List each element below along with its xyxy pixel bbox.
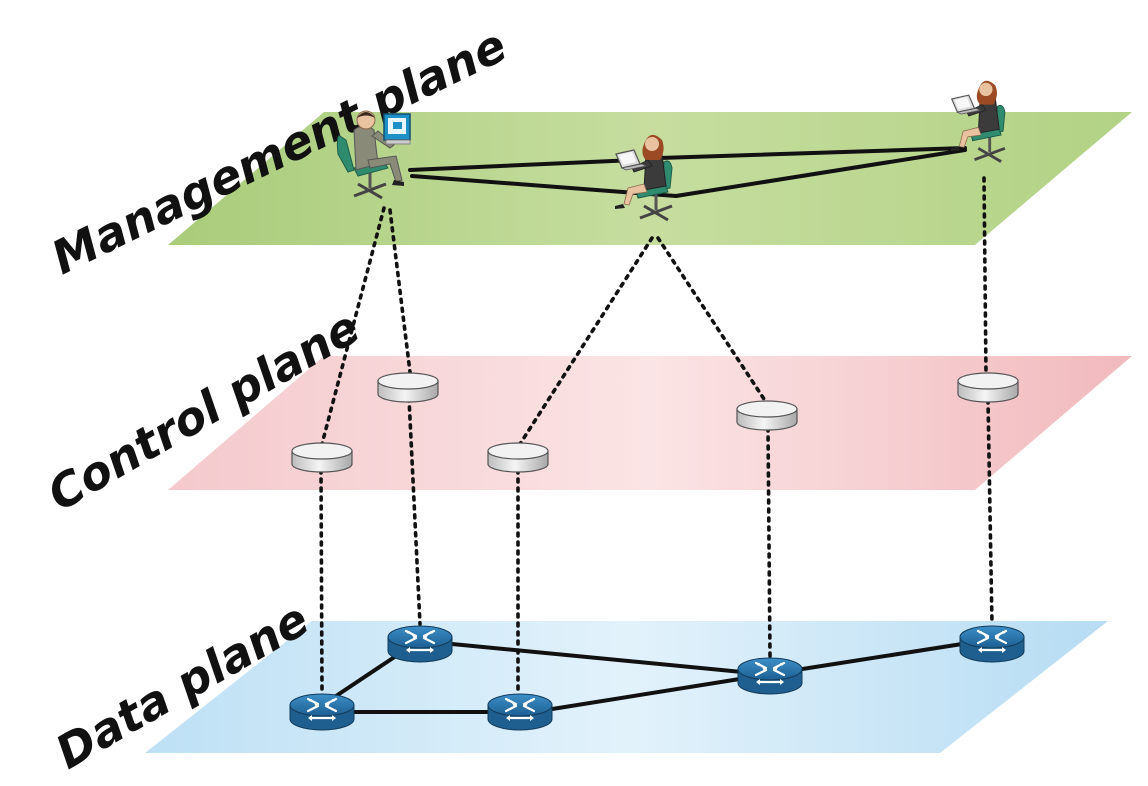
data-links (328, 642, 964, 714)
link-d2-d4 (450, 642, 744, 674)
link-c4-d4 (766, 426, 772, 658)
link-m1-c1 (320, 206, 386, 446)
switch-2-icon (386, 624, 454, 664)
link-m1-m2 (408, 158, 637, 172)
controller-4-icon (736, 400, 798, 431)
switch-3-icon (486, 692, 554, 732)
link-m2-c3 (518, 236, 654, 446)
data-plane (145, 621, 1108, 753)
link-m3-c5 (982, 176, 988, 376)
controller-5-icon (957, 372, 1019, 403)
link-m1-c2 (388, 208, 412, 374)
switch-4-icon (736, 656, 804, 696)
controller-2-icon (377, 372, 439, 403)
link-c1-d1 (319, 468, 324, 692)
link-d3-d4 (544, 676, 748, 712)
link-m2-m3 (658, 146, 967, 160)
link-c2-d2 (407, 396, 422, 626)
management-links (408, 146, 967, 198)
controller-3-icon (487, 442, 549, 473)
switch-1-icon (288, 692, 356, 732)
link-c5-d5 (986, 398, 994, 626)
plane-links (319, 176, 994, 692)
link-m2-c4 (656, 236, 768, 404)
controller-1-icon (291, 442, 353, 473)
link-d4-d5 (794, 642, 964, 672)
link-m2b-m3 (674, 148, 967, 198)
switch-5-icon (958, 624, 1026, 664)
